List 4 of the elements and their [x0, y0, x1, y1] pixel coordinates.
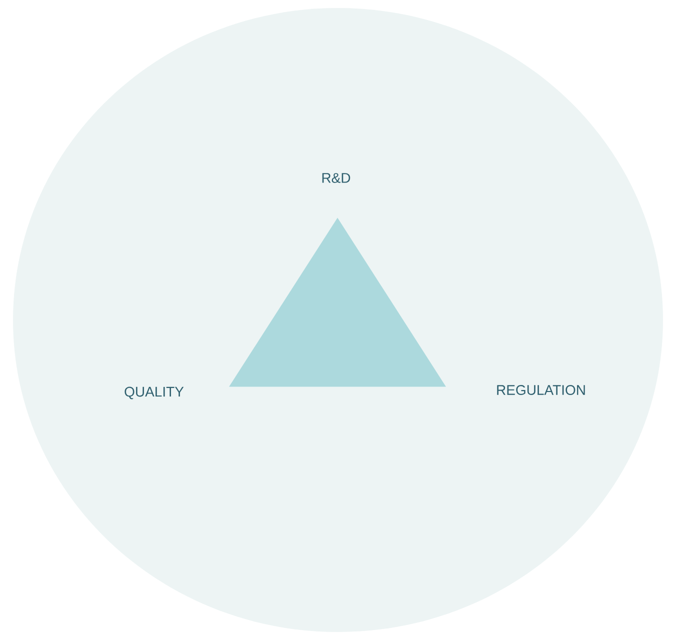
label: REGULATION — [497, 385, 585, 395]
label: QUALITY — [124, 386, 184, 400]
label: R&D — [322, 173, 350, 183]
triangle — [229, 218, 446, 387]
